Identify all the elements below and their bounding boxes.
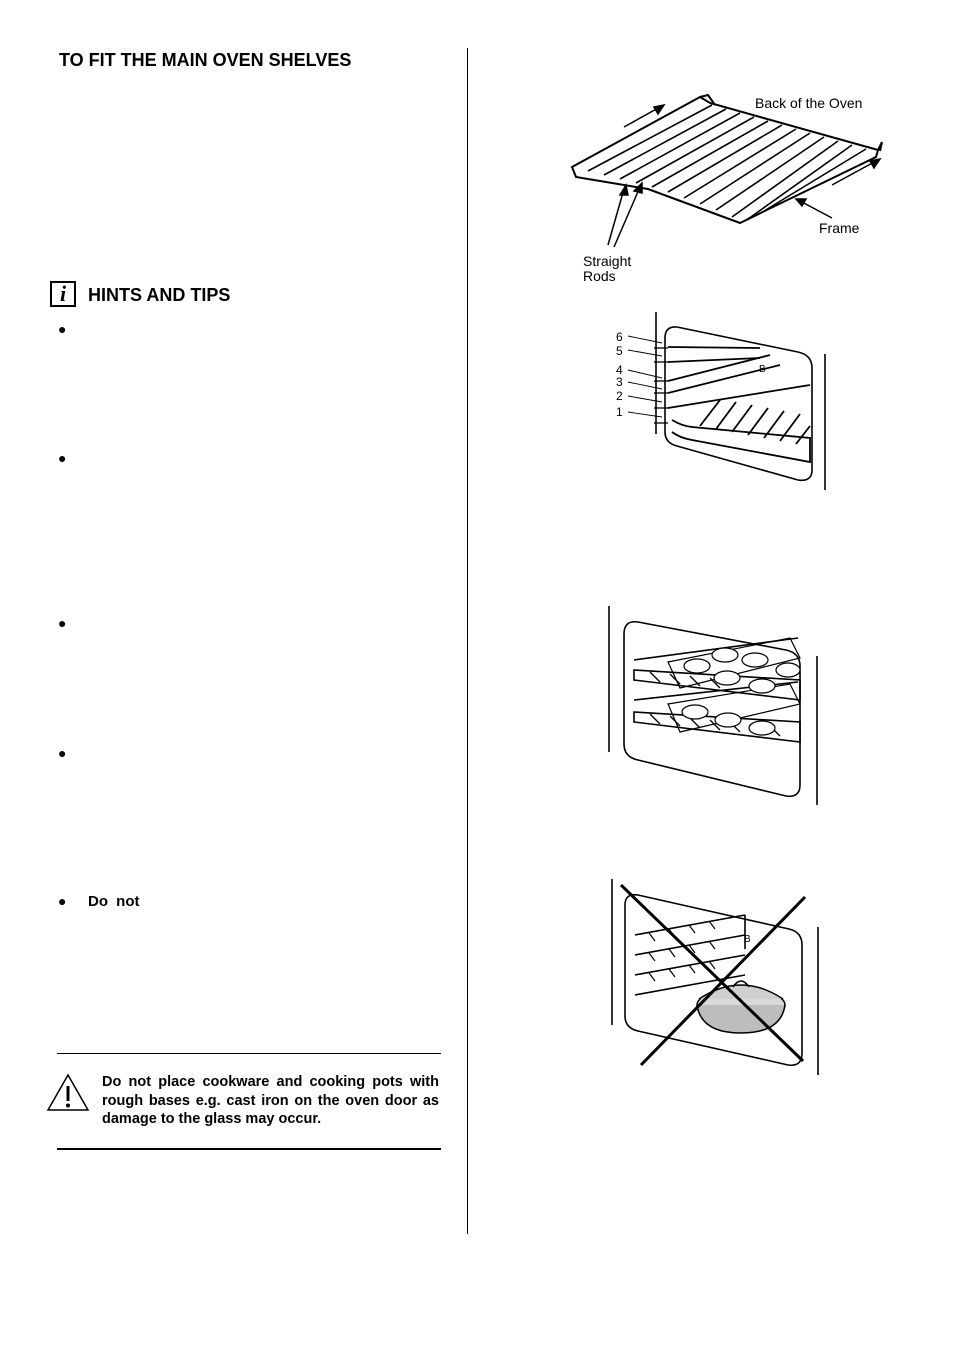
bullet-2: ●: [58, 450, 67, 466]
shelf-number-1: 1: [616, 405, 623, 419]
pot-illustration: [696, 980, 786, 1034]
bullet-3: ●: [58, 615, 67, 631]
incorrect-placement-diagram: B: [611, 879, 819, 1075]
shelf-number-6: 6: [616, 330, 623, 344]
bullet-4: ●: [58, 745, 67, 761]
warning-text: Do not place cookware and cooking pots w…: [102, 1074, 439, 1127]
shelf-number-5: 5: [616, 344, 623, 358]
incorrect-marker-b: B: [744, 934, 751, 945]
shelf-marker-b: B: [759, 364, 766, 375]
straight-label: Straight: [583, 253, 631, 269]
shelf-number-2: 2: [616, 389, 623, 403]
info-icon: i: [50, 281, 76, 307]
bullet-5: ●: [58, 893, 67, 909]
column-divider: [467, 48, 468, 1234]
warning-bottom-rule: [57, 1148, 441, 1150]
back-of-oven-label: Back of the Oven: [755, 95, 862, 111]
shelf-number-4: 4: [616, 363, 623, 377]
bullet-1: ●: [58, 321, 67, 337]
frame-label: Frame: [819, 220, 860, 236]
hints-title: HINTS AND TIPS: [88, 285, 231, 305]
section-title: TO FIT THE MAIN OVEN SHELVES: [59, 50, 352, 70]
rods-label: Rods: [583, 268, 616, 284]
bullet-5-text: Do not: [88, 893, 140, 910]
shelf-diagram: Back of the Oven Frame Straight Rods: [570, 93, 883, 284]
shelf-positions-diagram: 6 5 4 3 2 1 B: [616, 312, 826, 490]
shelf-number-3: 3: [616, 375, 623, 389]
warning-top-rule: [57, 1053, 441, 1054]
two-shelves-cupcakes-diagram: [608, 606, 818, 805]
warning-triangle-icon: [46, 1073, 90, 1111]
